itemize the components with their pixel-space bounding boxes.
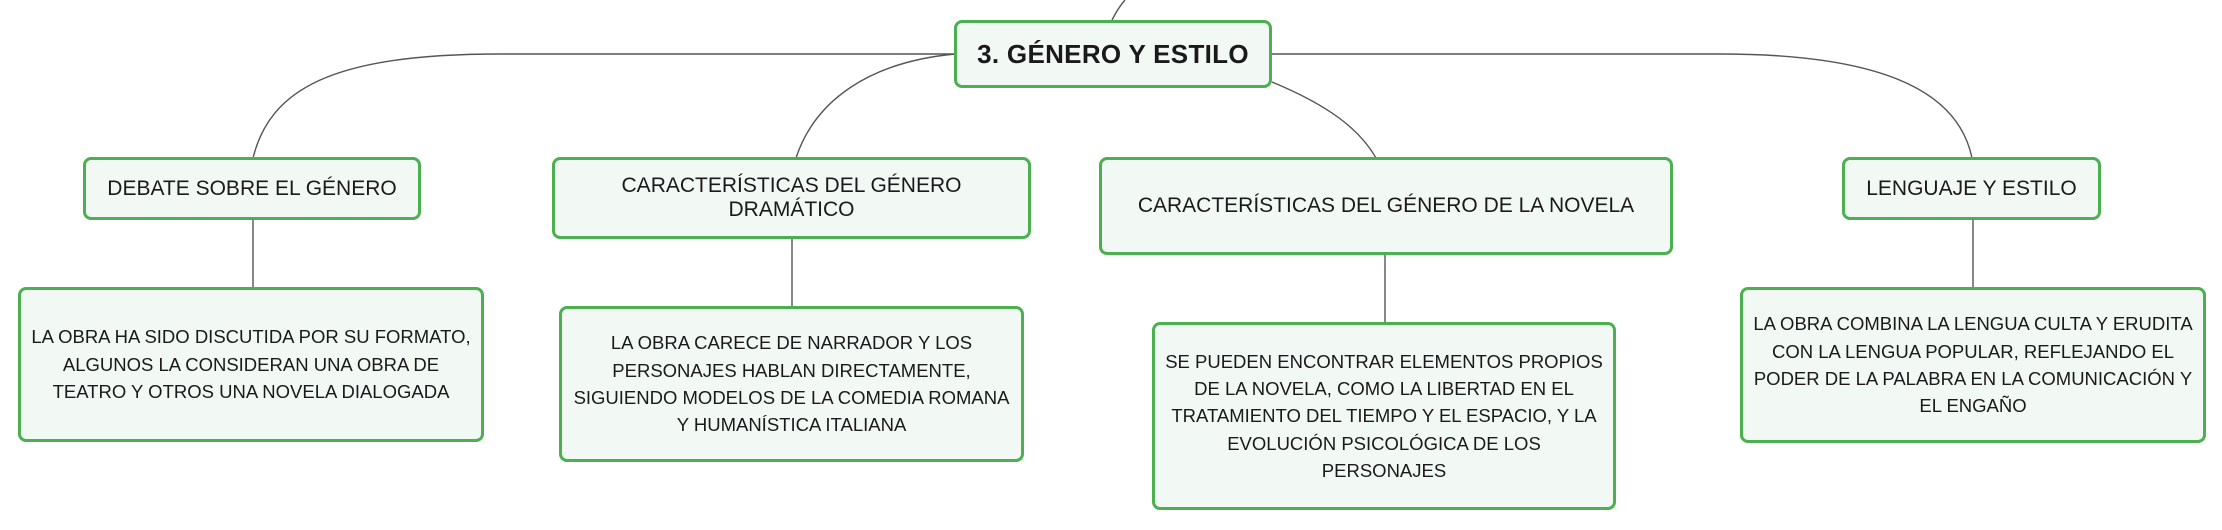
- detail-genero-novela[interactable]: SE PUEDEN ENCONTRAR ELEMENTOS PROPIOS DE…: [1152, 322, 1616, 510]
- connector-parent-root: [1111, 0, 1126, 21]
- detail-debate-genero[interactable]: LA OBRA HA SIDO DISCUTIDA POR SU FORMATO…: [18, 287, 484, 442]
- detail-text: LA OBRA COMBINA LA LENGUA CULTA Y ERUDIT…: [1753, 313, 2193, 417]
- detail-text: LA OBRA HA SIDO DISCUTIDA POR SU FORMATO…: [31, 326, 471, 403]
- branch-genero-novela[interactable]: CARACTERÍSTICAS DEL GÉNERO DE LA NOVELA: [1099, 157, 1673, 255]
- branch-label: CARACTERÍSTICAS DEL GÉNERO DE LA NOVELA: [1137, 194, 1635, 217]
- branch-label: LENGUAJE Y ESTILO: [1866, 176, 2077, 200]
- connector-root-lenguaje: [1272, 53, 1973, 159]
- branch-debate-genero[interactable]: DEBATE SOBRE EL GÉNERO: [83, 157, 421, 220]
- detail-text: LA OBRA CARECE DE NARRADOR Y LOS PERSONA…: [573, 332, 1010, 436]
- root-node[interactable]: 3. GÉNERO Y ESTILO: [954, 20, 1272, 88]
- branch-label: CARACTERÍSTICAS DEL GÉNERO DRAMÁTICO: [621, 174, 962, 221]
- connector-root-novela: [1271, 81, 1377, 159]
- branch-genero-dramatico[interactable]: CARACTERÍSTICAS DEL GÉNERO DRAMÁTICO: [552, 157, 1031, 239]
- connector-root-dramatico: [795, 53, 956, 159]
- detail-text: SE PUEDEN ENCONTRAR ELEMENTOS PROPIOS DE…: [1165, 350, 1603, 482]
- connector-root-debate: [252, 53, 955, 159]
- root-label: 3. GÉNERO Y ESTILO: [977, 38, 1249, 69]
- detail-lenguaje-estilo[interactable]: LA OBRA COMBINA LA LENGUA CULTA Y ERUDIT…: [1740, 287, 2206, 443]
- branch-lenguaje-estilo[interactable]: LENGUAJE Y ESTILO: [1842, 157, 2101, 220]
- detail-genero-dramatico[interactable]: LA OBRA CARECE DE NARRADOR Y LOS PERSONA…: [559, 306, 1024, 462]
- branch-label: DEBATE SOBRE EL GÉNERO: [107, 176, 397, 200]
